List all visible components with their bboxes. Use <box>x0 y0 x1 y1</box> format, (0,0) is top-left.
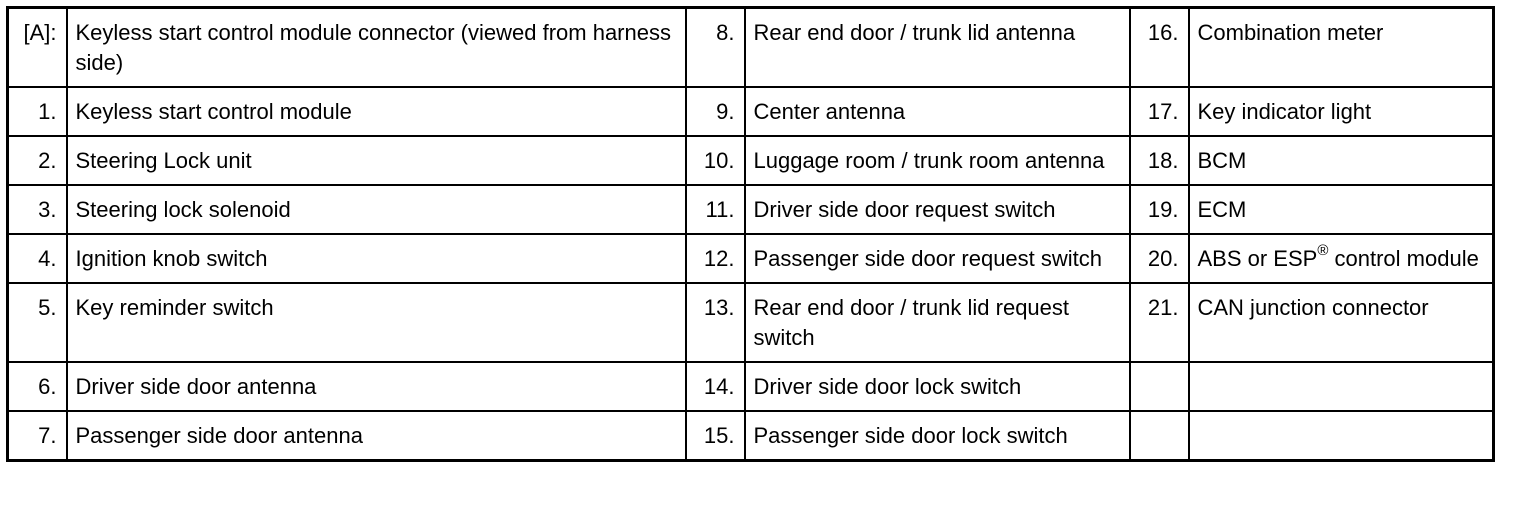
item-number: 19. <box>1128 184 1190 235</box>
legend-row: [A]: Keyless start control module connec… <box>6 6 1495 88</box>
item-description: Driver side door lock switch <box>743 361 1131 412</box>
item-number: 3. <box>6 184 68 235</box>
item-number: 15. <box>684 410 746 462</box>
item-number: 11. <box>684 184 746 235</box>
item-number: 4. <box>6 233 68 284</box>
item-number: 12. <box>684 233 746 284</box>
item-description: Combination meter <box>1187 6 1495 88</box>
legend-row: 1. Keyless start control module 9. Cente… <box>6 86 1495 137</box>
item-number: 6. <box>6 361 68 412</box>
item-number: 21. <box>1128 282 1190 363</box>
item-description: Rear end door / trunk lid antenna <box>743 6 1131 88</box>
item-number: 8. <box>684 6 746 88</box>
item-number: 2. <box>6 135 68 186</box>
component-legend-table: [A]: Keyless start control module connec… <box>6 6 1495 462</box>
item-number: 9. <box>684 86 746 137</box>
item-description: Luggage room / trunk room antenna <box>743 135 1131 186</box>
item-number: 16. <box>1128 6 1190 88</box>
empty-cell <box>1187 410 1495 462</box>
item-description: Driver side door antenna <box>65 361 687 412</box>
item-number: 18. <box>1128 135 1190 186</box>
registered-trademark-mark: ® <box>1317 241 1329 259</box>
item-description: ABS or ESP® control module <box>1187 233 1495 284</box>
item-number: 7. <box>6 410 68 462</box>
item-number: 10. <box>684 135 746 186</box>
item-number: [A]: <box>6 6 68 88</box>
item-description-text: ABS or ESP <box>1197 246 1318 271</box>
item-description: Steering lock solenoid <box>65 184 687 235</box>
item-description: Passenger side door request switch <box>743 233 1131 284</box>
item-description: Passenger side door antenna <box>65 410 687 462</box>
legend-row: 2. Steering Lock unit 10. Luggage room /… <box>6 135 1495 186</box>
item-number: 13. <box>684 282 746 363</box>
item-description: BCM <box>1187 135 1495 186</box>
legend-row: 5. Key reminder switch 13. Rear end door… <box>6 282 1495 363</box>
item-description: Ignition knob switch <box>65 233 687 284</box>
item-description: Key indicator light <box>1187 86 1495 137</box>
item-description: Rear end door / trunk lid request switch <box>743 282 1131 363</box>
legend-row: 3. Steering lock solenoid 11. Driver sid… <box>6 184 1495 235</box>
item-description: Steering Lock unit <box>65 135 687 186</box>
item-description: ECM <box>1187 184 1495 235</box>
empty-cell <box>1187 361 1495 412</box>
item-description: Driver side door request switch <box>743 184 1131 235</box>
item-description: Keyless start control module <box>65 86 687 137</box>
item-description: Passenger side door lock switch <box>743 410 1131 462</box>
item-number: 5. <box>6 282 68 363</box>
item-description: Center antenna <box>743 86 1131 137</box>
item-description: Keyless start control module connector (… <box>65 6 687 88</box>
item-description: CAN junction connector <box>1187 282 1495 363</box>
item-number: 1. <box>6 86 68 137</box>
item-description-text-continued: control module <box>1328 246 1479 271</box>
legend-row: 6. Driver side door antenna 14. Driver s… <box>6 361 1495 412</box>
item-number: 14. <box>684 361 746 412</box>
legend-row: 4. Ignition knob switch 12. Passenger si… <box>6 233 1495 284</box>
empty-cell <box>1128 361 1190 412</box>
item-description: Key reminder switch <box>65 282 687 363</box>
empty-cell <box>1128 410 1190 462</box>
item-number: 17. <box>1128 86 1190 137</box>
item-number: 20. <box>1128 233 1190 284</box>
legend-row: 7. Passenger side door antenna 15. Passe… <box>6 410 1495 462</box>
